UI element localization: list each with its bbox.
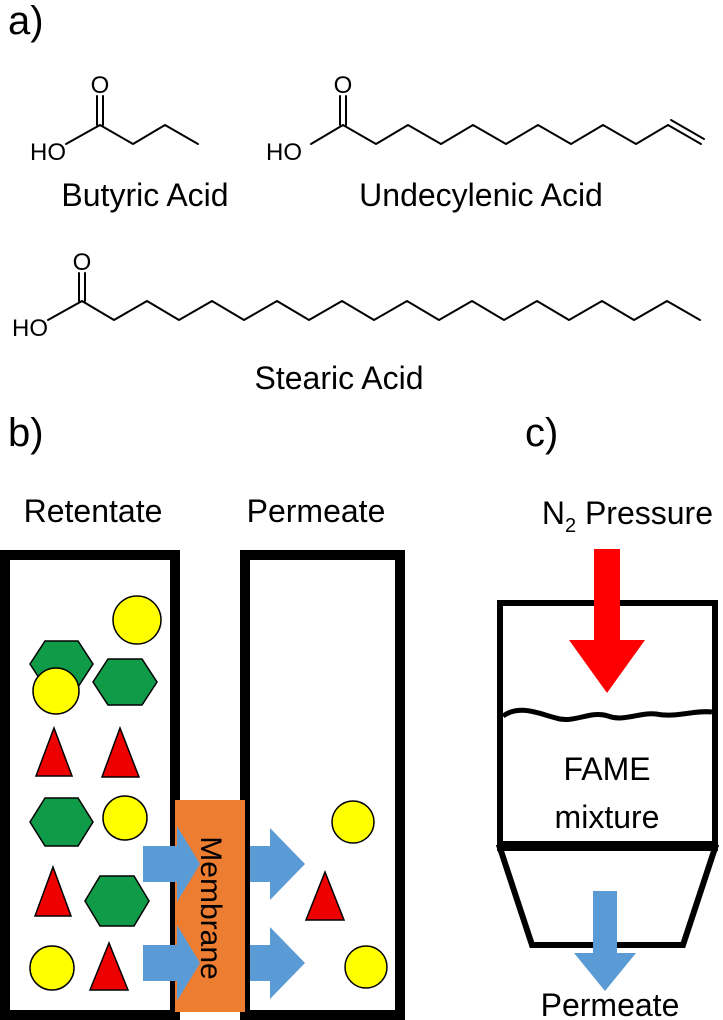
flow-arrow-icon: [250, 927, 305, 999]
pressure-label: N2 Pressure: [542, 495, 713, 537]
permeate-molecules: [304, 800, 388, 989]
permeate-label-b: Permeate: [247, 493, 386, 529]
membrane-label: Membrane: [194, 836, 227, 979]
butyric-acid-structure: O HO: [30, 72, 199, 166]
butyric-o-atom: O: [91, 72, 110, 99]
permeate-label-c: Permeate: [541, 987, 680, 1020]
butyric-acid-name: Butyric Acid: [61, 177, 228, 213]
hexagon-molecule-icon: [84, 875, 150, 927]
retentate-label: Retentate: [24, 493, 163, 529]
fame-label: FAME: [563, 751, 650, 787]
flow-arrow-icon: [143, 826, 200, 902]
panel-c-label: c): [525, 411, 558, 455]
stearic-acid-structure: O HO: [12, 249, 701, 342]
panel-a-label: a): [8, 0, 44, 43]
undecylenic-o-atom: O: [334, 72, 353, 99]
flow-arrows: [143, 826, 305, 1001]
flow-arrow-icon: [250, 828, 305, 900]
pressure-suffix: Pressure: [576, 495, 713, 531]
circle-molecule-icon: [32, 667, 80, 715]
triangle-molecule-icon: [33, 864, 73, 917]
circle-molecule-icon: [331, 800, 375, 844]
triangle-molecule-icon: [34, 725, 74, 777]
circle-molecule-icon: [344, 945, 388, 989]
pressure-n: N: [542, 495, 565, 531]
panel-b-label: b): [8, 411, 44, 455]
flow-arrow-icon: [143, 925, 200, 1001]
stearic-ho-group: HO: [12, 315, 48, 342]
circle-molecule-icon: [112, 595, 162, 645]
circle-molecule-icon: [102, 795, 148, 841]
hexagon-molecule-icon: [92, 658, 158, 706]
triangle-molecule-icon: [88, 940, 130, 991]
vessel-separator: [497, 841, 718, 851]
triangle-molecule-icon: [304, 869, 346, 921]
circle-molecule-icon: [29, 945, 75, 991]
permeate-arrow-icon: [574, 891, 636, 991]
undecylenic-ho-group: HO: [266, 139, 302, 166]
undecylenic-acid-structure: O HO: [266, 72, 705, 166]
pressure-arrow-icon: [569, 549, 645, 693]
butyric-ho-group: HO: [30, 139, 66, 166]
retentate-molecules: [29, 595, 162, 991]
triangle-molecule-icon: [100, 725, 141, 778]
stearic-acid-name: Stearic Acid: [255, 360, 424, 396]
pressure-subscript: 2: [565, 515, 576, 537]
mixture-label: mixture: [555, 799, 660, 835]
liquid-surface: [501, 707, 713, 722]
stearic-o-atom: O: [73, 249, 92, 276]
hexagon-molecule-icon: [29, 797, 94, 847]
undecylenic-acid-name: Undecylenic Acid: [359, 177, 603, 213]
